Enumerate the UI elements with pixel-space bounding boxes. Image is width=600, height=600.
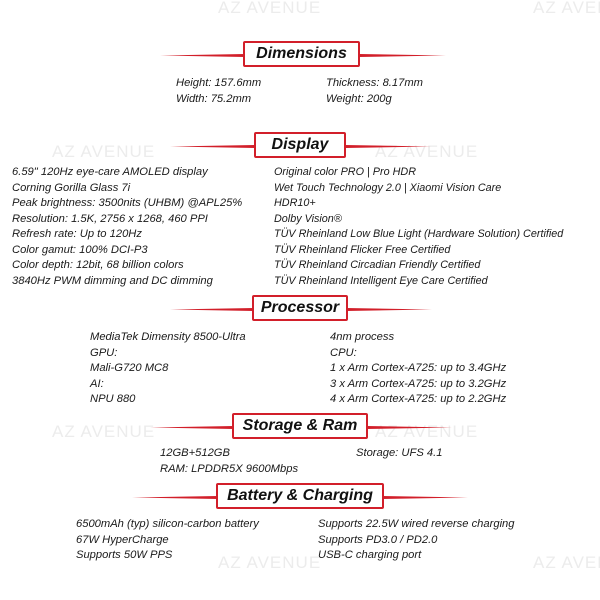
spec-line: 3840Hz PWM dimming and DC dimming (12, 274, 213, 287)
spec-line: 67W HyperCharge (76, 533, 169, 546)
section-title-processor: Processor (252, 295, 348, 321)
spec-line: Supports 22.5W wired reverse charging (318, 518, 515, 530)
header-bar-left (170, 145, 256, 148)
storage-header: Storage & Ram (0, 412, 600, 442)
spec-line: TÜV Rheinland Intelligent Eye Care Certi… (274, 274, 488, 287)
battery-right: Supports 22.5W wired reverse charging Su… (318, 517, 515, 564)
spec-line: Width: 75.2mm (176, 92, 252, 105)
spec-line: Refresh rate: Up to 120Hz (12, 228, 142, 240)
display-left: 6.59" 120Hz eye-care AMOLED display Corn… (12, 165, 242, 289)
storage-left: 12GB+512GB RAM: LPDDR5X 9600Mbps (160, 446, 298, 477)
section-title-storage: Storage & Ram (232, 413, 368, 439)
section-title-dimensions: Dimensions (243, 41, 360, 67)
section-title-display: Display (254, 132, 346, 158)
spec-line: Resolution: 1.5K, 2756 x 1268, 460 PPI (12, 212, 208, 225)
spec-line: Color depth: 12bit, 68 billion colors (12, 259, 184, 271)
spec-line: RAM: LPDDR5X 9600Mbps (160, 462, 299, 475)
spec-line: Storage: UFS 4.1 (356, 447, 443, 459)
header-bar-right (359, 54, 446, 57)
storage-right: Storage: UFS 4.1 (356, 446, 442, 462)
section-title-battery: Battery & Charging (216, 483, 384, 509)
processor-right: 4nm process CPU: 1 x Arm Cortex-A725: up… (330, 330, 506, 408)
watermark: AZ AVENUE (533, 0, 600, 17)
header-bar-right (346, 308, 432, 311)
spec-line: Weight: 200g (326, 92, 392, 105)
dimensions-right: Thickness: 8.17mm Weight: 200g (326, 76, 423, 107)
spec-line: Peak brightness: 3500nits (UHBM) @APL25% (12, 197, 243, 209)
header-bar-right (382, 496, 468, 499)
spec-line: TÜV Rheinland Circadian Friendly Certifi… (274, 259, 481, 271)
display-right: Original color PRO | Pro HDR Wet Touch T… (274, 165, 563, 289)
header-bar-right (366, 426, 452, 429)
spec-line: Supports PD3.0 / PD2.0 (318, 533, 438, 546)
dimensions-left: Height: 157.6mm Width: 75.2mm (176, 76, 261, 107)
header-bar-left (132, 496, 218, 499)
header-bar-left (160, 54, 245, 57)
header-bar-left (150, 426, 234, 429)
spec-line: Thickness: 8.17mm (326, 77, 423, 89)
spec-line: MediaTek Dimensity 8500-Ultra (90, 331, 246, 343)
spec-line: Height: 157.6mm (176, 77, 262, 89)
spec-line: Dolby Vision® (274, 212, 342, 225)
spec-line: CPU: (330, 346, 357, 359)
processor-header: Processor (0, 294, 600, 324)
spec-line: TÜV Rheinland Low Blue Light (Hardware S… (274, 228, 564, 240)
spec-line: 6500mAh (typ) silicon-carbon battery (76, 518, 259, 530)
processor-left: MediaTek Dimensity 8500-Ultra GPU: Mali-… (90, 330, 246, 408)
display-header: Display (0, 131, 600, 161)
spec-line: Wet Touch Technology 2.0 | Xiaomi Vision… (274, 181, 502, 194)
header-bar-right (345, 145, 431, 148)
spec-line: 4 x Arm Cortex-A725: up to 2.2GHz (330, 393, 507, 405)
spec-line: Color gamut: 100% DCI-P3 (12, 243, 148, 256)
spec-line: AI: (90, 377, 104, 390)
spec-line: TÜV Rheinland Flicker Free Certified (274, 243, 451, 256)
dimensions-header: Dimensions (0, 40, 600, 70)
header-bar-left (170, 308, 254, 311)
spec-line: HDR10+ (274, 197, 316, 209)
spec-line: Corning Gorilla Glass 7i (12, 181, 131, 194)
spec-line: 4nm process (330, 331, 395, 343)
spec-line: USB-C charging port (318, 549, 422, 561)
battery-header: Battery & Charging (0, 482, 600, 512)
spec-line: NPU 880 (90, 393, 136, 405)
spec-line: Original color PRO | Pro HDR (274, 166, 416, 178)
battery-left: 6500mAh (typ) silicon-carbon battery 67W… (76, 517, 259, 564)
spec-line: 1 x Arm Cortex-A725: up to 3.4GHz (330, 362, 507, 374)
spec-line: 12GB+512GB (160, 447, 230, 459)
watermark: AZ AVENUE (533, 553, 600, 572)
spec-line: 3 x Arm Cortex-A725: up to 3.2GHz (330, 377, 507, 390)
spec-line: GPU: (90, 346, 118, 359)
spec-line: Mali-G720 MC8 (90, 362, 169, 374)
watermark: AZ AVENUE (218, 0, 322, 17)
spec-line: Supports 50W PPS (76, 549, 173, 561)
spec-line: 6.59" 120Hz eye-care AMOLED display (12, 166, 208, 178)
